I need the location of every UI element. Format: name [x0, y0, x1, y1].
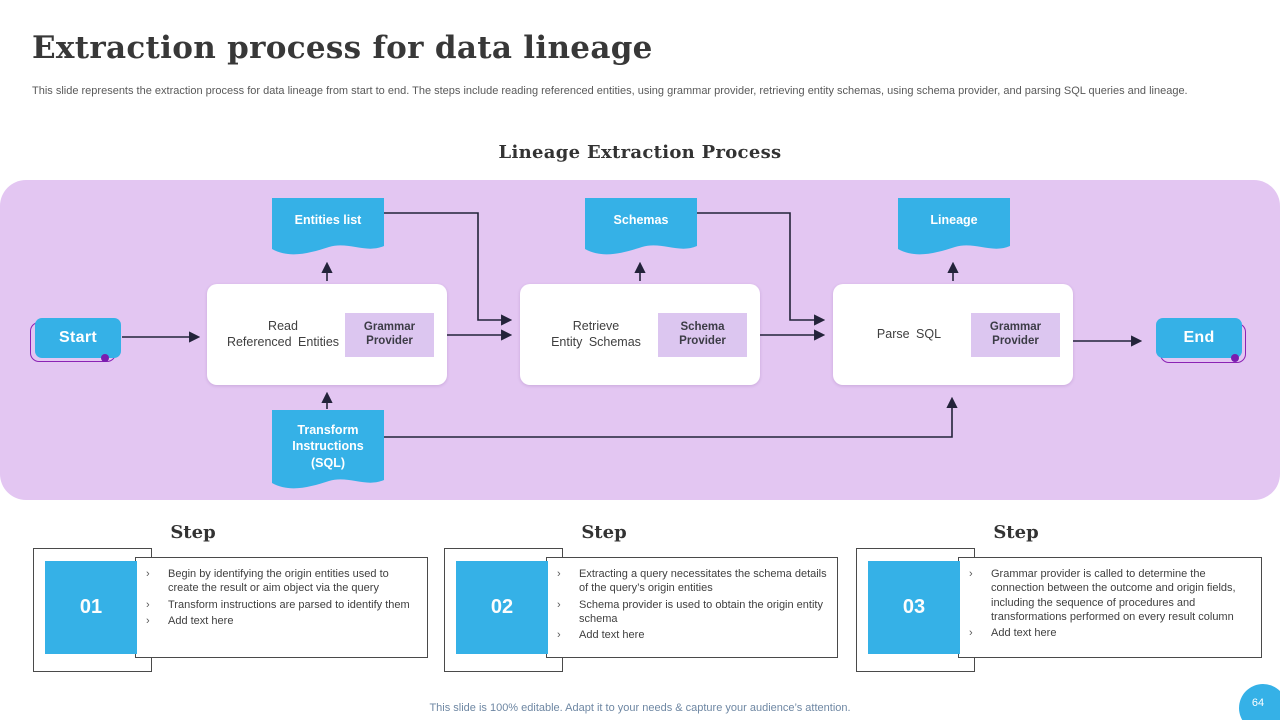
step-text-box: Extracting a query necessitates the sche… — [546, 557, 838, 658]
wavy-tab-shape — [272, 198, 384, 255]
process-box-read-referenced-entities: Read Referenced Entities Grammar Provide… — [207, 284, 447, 385]
step-bullet-list: Grammar provider is called to determine … — [959, 567, 1255, 641]
bullet-item: Add text here — [959, 626, 1255, 641]
wavy-tab-shape — [898, 198, 1010, 255]
step-bullet-list: Extracting a query necessitates the sche… — [547, 567, 831, 643]
tab-label: Schemas — [613, 213, 669, 227]
selection-handle-dot — [101, 354, 109, 362]
tab-label: Transform Instructions (SQL) — [292, 423, 364, 470]
step-number-badge: 02 — [456, 561, 548, 654]
tab-label: Lineage — [930, 213, 978, 227]
end-node: End — [1156, 318, 1246, 363]
selection-handle-dot — [1231, 354, 1239, 362]
tab-label: Entities list — [294, 213, 362, 227]
tab-transform-instructions-sql: Transform Instructions (SQL) — [272, 410, 384, 494]
step-number-badge: 01 — [45, 561, 137, 654]
step-heading: Step — [993, 522, 1039, 543]
tab-schemas: Schemas — [585, 198, 697, 260]
schema-provider-chip: Schema Provider — [658, 313, 747, 357]
connector-transform-tab-to-box3 — [383, 396, 958, 438]
connector-schemas-tab-to-box3 — [696, 212, 826, 326]
grammar-provider-chip: Grammar Provider — [971, 313, 1060, 357]
wavy-tab-shape — [585, 198, 697, 255]
step-column-3: Step Grammar provider is called to deter… — [856, 520, 1262, 685]
start-label: Start — [35, 318, 121, 358]
process-label: Parse SQL — [876, 326, 942, 341]
page-subtitle: This slide represents the extraction pro… — [32, 85, 1188, 97]
page-title: Extraction process for data lineage — [32, 30, 653, 66]
grammar-provider-chip: Grammar Provider — [345, 313, 434, 357]
footer-note: This slide is 100% editable. Adapt it to… — [429, 702, 851, 714]
tab-entities-list: Entities list — [272, 198, 384, 260]
end-label: End — [1156, 318, 1242, 358]
step-text-box: Begin by identifying the origin entities… — [135, 557, 428, 658]
wavy-tab-shape — [272, 410, 384, 489]
step-column-1: Step Begin by identifying the origin ent… — [33, 520, 428, 685]
process-label: Read Referenced Entities — [226, 318, 340, 349]
bullet-item: Add text here — [547, 628, 831, 643]
page-number-badge: 64 — [1239, 684, 1280, 720]
step-heading: Step — [581, 522, 627, 543]
bullet-item: Schema provider is used to obtain the or… — [547, 598, 831, 627]
step-column-2: Step Extracting a query necessitates the… — [444, 520, 838, 685]
step-number-badge: 03 — [868, 561, 960, 654]
bullet-item: Add text here — [136, 614, 421, 629]
process-box-retrieve-entity-schemas: Retrieve Entity Schemas Schema Provider — [520, 284, 760, 385]
bullet-item: Grammar provider is called to determine … — [959, 567, 1255, 624]
process-box-parse-sql: Parse SQL Grammar Provider — [833, 284, 1073, 385]
connector-entities-tab-to-box2 — [383, 212, 513, 326]
bullet-item: Transform instructions are parsed to ide… — [136, 598, 421, 613]
process-label: Retrieve Entity Schemas — [551, 318, 641, 349]
bullet-item: Extracting a query necessitates the sche… — [547, 567, 831, 596]
step-text-box: Grammar provider is called to determine … — [958, 557, 1262, 658]
tab-lineage: Lineage — [898, 198, 1010, 260]
diagram-title: Lineage Extraction Process — [498, 142, 782, 163]
start-node: Start — [30, 318, 121, 362]
bullet-item: Begin by identifying the origin entities… — [136, 567, 421, 596]
step-bullet-list: Begin by identifying the origin entities… — [136, 567, 421, 628]
step-heading: Step — [170, 522, 216, 543]
